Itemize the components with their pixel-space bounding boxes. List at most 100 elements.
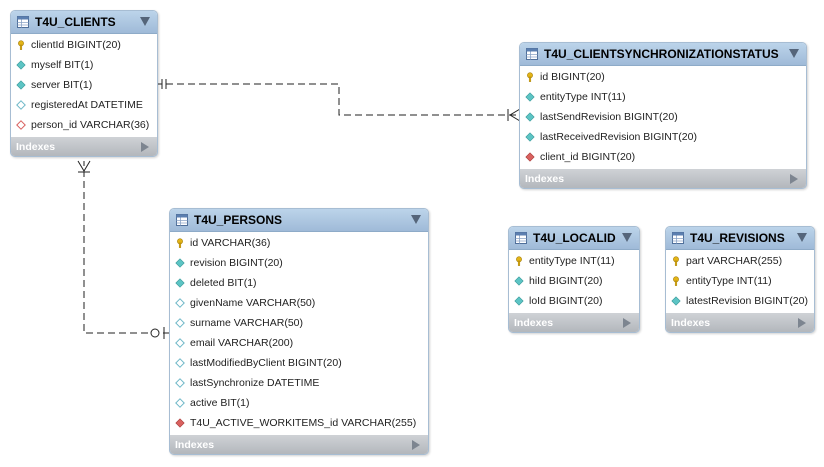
column-row[interactable]: server BIT(1) <box>11 75 157 95</box>
column-list: clientId BIGINT(20) myself BIT(1) server B… <box>11 34 157 137</box>
column-label: email VARCHAR(200) <box>190 337 294 349</box>
column-label: lastModifiedByClient BIGINT(20) <box>190 357 342 369</box>
expand-indexes-arrow-icon[interactable] <box>798 318 806 328</box>
column-row[interactable]: entityType INT(11) <box>520 87 806 107</box>
nullable-column-icon <box>170 298 190 308</box>
column-row[interactable]: client_id BIGINT(20) <box>520 147 806 167</box>
indexes-section[interactable]: Indexes <box>11 137 157 156</box>
table-header[interactable]: T4U_REVISIONS <box>666 227 814 250</box>
indexes-label: Indexes <box>671 316 711 329</box>
collapse-arrow-icon[interactable] <box>797 233 807 242</box>
nullable-column-icon <box>170 338 190 348</box>
foreign-key-icon <box>170 418 190 428</box>
column-row[interactable]: entityType INT(11) <box>509 251 639 271</box>
indexes-label: Indexes <box>175 438 215 451</box>
column-label: entityType INT(11) <box>529 255 615 267</box>
column-label: person_id VARCHAR(36) <box>31 119 150 131</box>
column-row[interactable]: lastSendRevision BIGINT(20) <box>520 107 806 127</box>
table-icon <box>515 232 527 244</box>
foreign-key-icon <box>520 152 540 162</box>
relationship-clients-to-syncstatus[interactable] <box>155 83 520 116</box>
expand-indexes-arrow-icon[interactable] <box>141 142 149 152</box>
column-row[interactable]: T4U_ACTIVE_WORKITEMS_id VARCHAR(255) <box>170 413 428 433</box>
column-label: hiId BIGINT(20) <box>529 275 603 287</box>
column-label: loId BIGINT(20) <box>529 295 603 307</box>
column-row[interactable]: entityType INT(11) <box>666 271 814 291</box>
nullable-column-icon <box>170 398 190 408</box>
table-header[interactable]: T4U_CLIENTS <box>11 11 157 34</box>
column-label: latestRevision BIGINT(20) <box>686 295 808 307</box>
not-null-column-icon <box>170 258 190 268</box>
collapse-arrow-icon[interactable] <box>140 17 150 26</box>
column-row[interactable]: myself BIT(1) <box>11 55 157 75</box>
column-row[interactable]: lastModifiedByClient BIGINT(20) <box>170 353 428 373</box>
column-label: client_id BIGINT(20) <box>540 151 636 163</box>
indexes-section[interactable]: Indexes <box>170 435 428 454</box>
expand-indexes-arrow-icon[interactable] <box>790 174 798 184</box>
column-row[interactable]: email VARCHAR(200) <box>170 333 428 353</box>
collapse-arrow-icon[interactable] <box>789 49 799 58</box>
column-row[interactable]: id VARCHAR(36) <box>170 233 428 253</box>
column-row[interactable]: loId BIGINT(20) <box>509 291 639 311</box>
table-name: T4U_REVISIONS <box>690 231 785 245</box>
nullable-column-icon <box>170 358 190 368</box>
column-label: lastSynchronize DATETIME <box>190 377 320 389</box>
table-t4u-clients[interactable]: T4U_CLIENTS clientId BIGINT(20) myself BIT… <box>10 10 158 157</box>
table-icon <box>17 16 29 28</box>
indexes-section[interactable]: Indexes <box>666 313 814 332</box>
table-icon <box>526 48 538 60</box>
table-header[interactable]: T4U_CLIENTSYNCHRONIZATIONSTATUS <box>520 43 806 66</box>
expand-indexes-arrow-icon[interactable] <box>623 318 631 328</box>
column-row[interactable]: hiId BIGINT(20) <box>509 271 639 291</box>
not-null-column-icon <box>170 278 190 288</box>
column-label: surname VARCHAR(50) <box>190 317 304 329</box>
column-row[interactable]: lastSynchronize DATETIME <box>170 373 428 393</box>
column-row[interactable]: lastReceivedRevision BIGINT(20) <box>520 127 806 147</box>
primary-key-icon <box>666 276 686 286</box>
column-row[interactable]: active BIT(1) <box>170 393 428 413</box>
collapse-arrow-icon[interactable] <box>411 215 421 224</box>
column-label: id BIGINT(20) <box>540 71 605 83</box>
table-name: T4U_CLIENTS <box>35 15 116 29</box>
column-label: clientId BIGINT(20) <box>31 39 121 51</box>
column-label: givenName VARCHAR(50) <box>190 297 316 309</box>
indexes-section[interactable]: Indexes <box>509 313 639 332</box>
foreign-key-nullable-icon <box>11 120 31 130</box>
column-row[interactable]: surname VARCHAR(50) <box>170 313 428 333</box>
column-label: T4U_ACTIVE_WORKITEMS_id VARCHAR(255) <box>190 417 417 429</box>
column-row[interactable]: id BIGINT(20) <box>520 67 806 87</box>
column-row[interactable]: part VARCHAR(255) <box>666 251 814 271</box>
column-row[interactable]: latestRevision BIGINT(20) <box>666 291 814 311</box>
nullable-column-icon <box>170 318 190 328</box>
table-header[interactable]: T4U_PERSONS <box>170 209 428 232</box>
not-null-column-icon <box>520 112 540 122</box>
table-name: T4U_CLIENTSYNCHRONIZATIONSTATUS <box>544 47 779 61</box>
column-list: id VARCHAR(36) revision BIGINT(20) deleted… <box>170 232 428 435</box>
table-name: T4U_PERSONS <box>194 213 283 227</box>
not-null-column-icon <box>666 296 686 306</box>
column-row[interactable]: deleted BIT(1) <box>170 273 428 293</box>
column-label: lastSendRevision BIGINT(20) <box>540 111 678 123</box>
relationship-persons-to-clients[interactable] <box>83 161 170 334</box>
column-label: registeredAt DATETIME <box>31 99 143 111</box>
column-row[interactable]: person_id VARCHAR(36) <box>11 115 157 135</box>
column-label: deleted BIT(1) <box>190 277 257 289</box>
indexes-section[interactable]: Indexes <box>520 169 806 188</box>
table-name: T4U_LOCALID <box>533 231 616 245</box>
column-label: active BIT(1) <box>190 397 250 409</box>
column-row[interactable]: clientId BIGINT(20) <box>11 35 157 55</box>
column-row[interactable]: givenName VARCHAR(50) <box>170 293 428 313</box>
column-label: id VARCHAR(36) <box>190 237 271 249</box>
column-label: myself BIT(1) <box>31 59 94 71</box>
column-row[interactable]: registeredAt DATETIME <box>11 95 157 115</box>
primary-key-icon <box>509 256 529 266</box>
column-row[interactable]: revision BIGINT(20) <box>170 253 428 273</box>
table-header[interactable]: T4U_LOCALID <box>509 227 639 250</box>
collapse-arrow-icon[interactable] <box>622 233 632 242</box>
table-t4u-localid[interactable]: T4U_LOCALID entityType INT(11) hiId BIGINT… <box>508 226 640 333</box>
expand-indexes-arrow-icon[interactable] <box>412 440 420 450</box>
column-label: entityType INT(11) <box>540 91 626 103</box>
